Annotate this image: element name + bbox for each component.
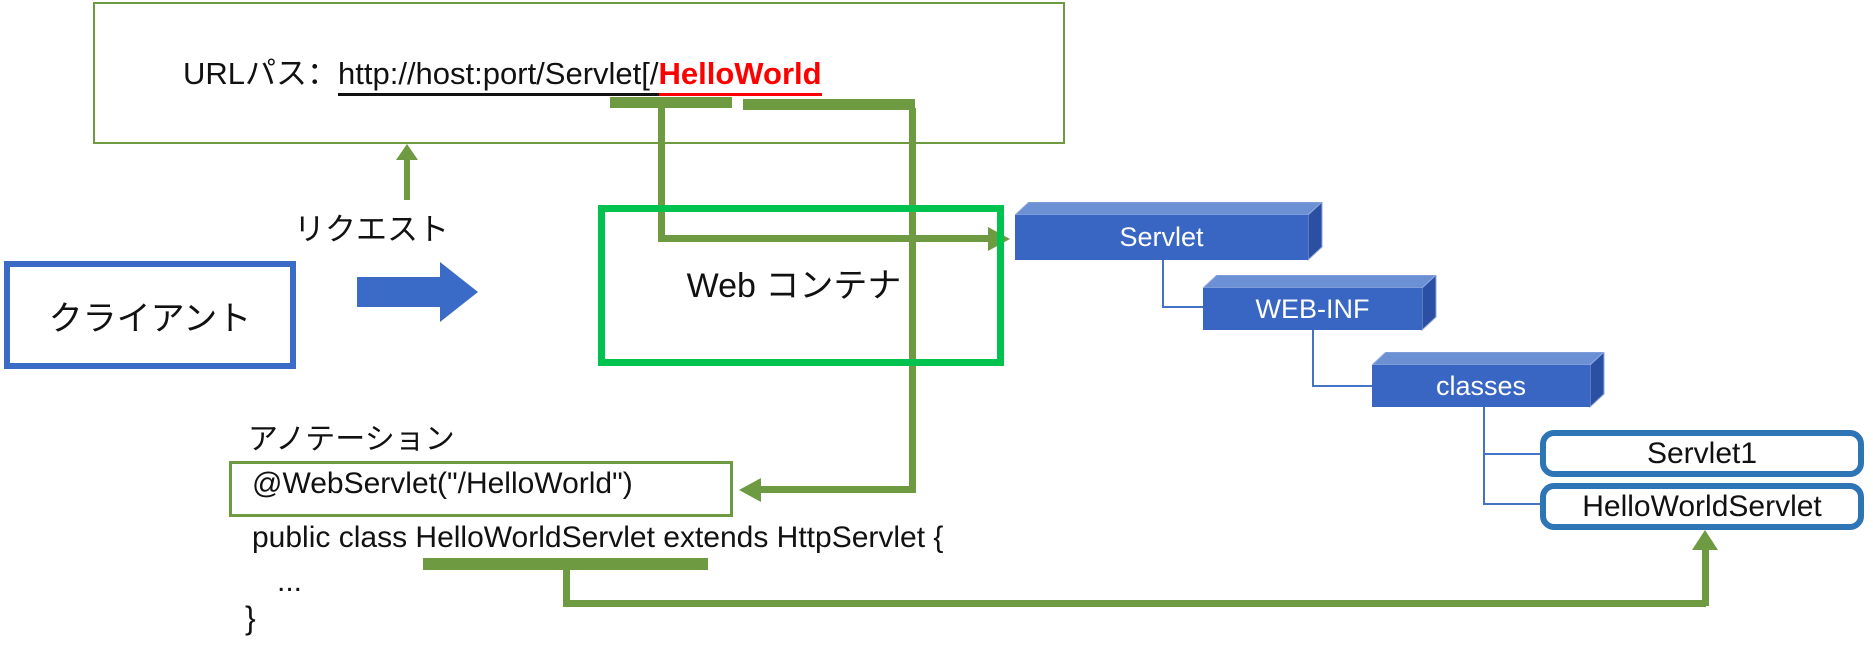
helloworldservlet-class-box: HelloWorldServlet — [1540, 483, 1864, 530]
annotation-code-box — [229, 461, 733, 517]
class-mapping-line-horizontal — [563, 600, 1706, 607]
classes-folder-3d: classes — [1372, 352, 1605, 408]
code-line-class-decl: public class HelloWorldServlet extends H… — [252, 521, 944, 554]
helloworld-mapping-line-horizontal — [761, 486, 916, 493]
url-path-highlight: HelloWorld — [658, 56, 822, 96]
tree-connector-webinf-classes-v — [1312, 330, 1314, 387]
webinf-folder-label: WEB-INF — [1255, 293, 1370, 324]
servlet-folder-shape — [1015, 202, 1323, 262]
servlet-path-underline-bar — [610, 97, 732, 108]
client-label: クライアント — [48, 299, 252, 338]
classname-underline-bar — [423, 558, 708, 570]
tree-connector-servlet-webinf-v — [1162, 260, 1164, 308]
servlet1-class-label: Servlet1 — [1646, 436, 1758, 470]
client-box: クライアント — [4, 261, 296, 369]
class-mapping-line-down — [563, 568, 570, 606]
code-line-annotation: @WebServlet("/HelloWorld") — [252, 467, 633, 500]
servlet1-class-box: Servlet1 — [1540, 430, 1864, 477]
servlet-mapping-line-horizontal — [658, 235, 988, 242]
request-up-arrow-icon — [396, 144, 418, 160]
helloworld-mapping-arrow-icon — [739, 478, 761, 502]
client-request-arrow-icon — [440, 262, 478, 322]
url-path-text: URLパス：http://host:port/Servlet[/HelloWor… — [183, 48, 822, 96]
client-request-arrow-body — [357, 277, 441, 307]
url-path-box — [93, 2, 1065, 144]
code-line-close: } — [245, 600, 256, 636]
tree-connector-servlet1-h — [1483, 453, 1540, 455]
helloworldservlet-class-label: HelloWorldServlet — [1582, 489, 1822, 523]
servlet-folder-label: Servlet — [1119, 222, 1204, 252]
tree-connector-servlet-webinf-h — [1162, 306, 1203, 308]
tree-connector-webinf-classes-h — [1312, 385, 1372, 387]
web-container-label: Web コンテナ — [686, 267, 902, 305]
webinf-folder-shape — [1203, 275, 1437, 331]
tree-connector-helloworldservlet-h — [1483, 503, 1540, 505]
classes-folder-shape — [1372, 352, 1605, 408]
tree-connector-classes-children-v — [1483, 407, 1485, 505]
webinf-folder-3d: WEB-INF — [1203, 275, 1437, 331]
class-mapping-line-up — [1702, 548, 1709, 606]
request-up-arrow-shaft — [404, 158, 410, 200]
url-path-label: URLパス： — [183, 56, 339, 91]
helloworld-path-underline-bar — [743, 99, 915, 110]
url-path-plain: http://host:port/Servlet[/ — [338, 56, 659, 96]
code-line-body: ... — [277, 565, 303, 598]
annotation-title: アノテーション — [248, 423, 455, 456]
servlet-folder-3d: Servlet — [1015, 202, 1325, 262]
servlet-mapping-line-vertical — [658, 106, 665, 242]
web-container-box — [598, 205, 1004, 366]
request-label: リクエスト — [294, 212, 449, 247]
helloworld-mapping-line-vertical — [909, 108, 916, 493]
classes-folder-label: classes — [1435, 370, 1527, 401]
class-mapping-arrow-icon — [1692, 530, 1718, 550]
